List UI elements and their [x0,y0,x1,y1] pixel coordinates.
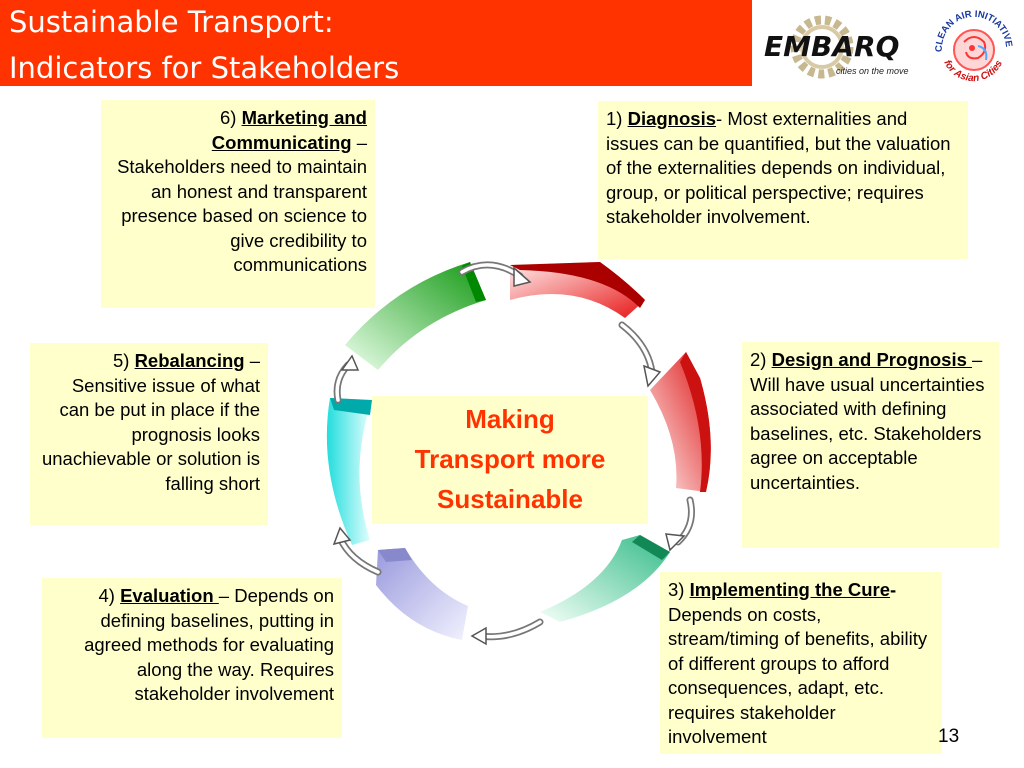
embarq-logo: EMBARQ cities on the move [764,15,909,79]
cycle-segment-3-implementing [540,535,670,622]
cycle-segment-1-diagnosis [510,262,645,318]
title-bar: Sustainable Transport: Indicators for St… [0,0,752,86]
step-3-body: Depends on costs, stream/timing of benef… [668,603,928,748]
cycle-segment-5-rebalancing [326,398,372,545]
step-5-box: 5) Rebalancing – Sensitive issue of what… [30,343,268,525]
step-4-heading: Evaluation [120,585,219,606]
arrow-heads [332,266,686,646]
step-6-box: 6) Marketing and Communicating – Stakeho… [101,100,375,308]
step-2-box: 2) Design and Prognosis – Will have usua… [742,342,999,548]
step-1-box: 1) Diagnosis- Most externalities and iss… [598,101,968,259]
page-number: 13 [938,726,960,747]
step-4-number: 4) [98,585,121,606]
clean-air-initiative-logo: CLEAN AIR INITIATIVE for Asian Cities [932,8,1016,92]
cycle-segment-2-design-prognosis [650,352,711,492]
step-1-body: - Most externalities and issues can be q… [606,108,951,227]
center-line-3: Sustainable [437,484,583,514]
step-3-heading: Implementing the Cure [689,579,891,600]
step-2-body: – Will have usual uncertainties associat… [750,349,985,493]
arrow-1-to-2 [618,321,656,376]
step-3-number: 3) [668,579,690,600]
center-line-2: Transport more [414,444,606,474]
step-2-number: 2) [750,349,772,370]
center-line-1: Making [465,404,555,434]
gear-icon [790,15,854,79]
embarq-tagline: cities on the move [836,66,909,76]
slide-title: Sustainable Transport: [9,5,334,39]
step-4-body: – Depends on defining baselines, putting… [84,585,334,704]
step-5-heading: Rebalancing [134,350,245,371]
arrow-4-to-5 [336,534,382,576]
step-1-heading: Diagnosis [627,108,717,129]
step-1-number: 1) [606,108,628,129]
step-3-heading-suffix: - [890,579,897,600]
embarq-wordmark: EMBARQ [764,30,899,63]
step-4-box: 4) Evaluation – Depends on defining base… [42,578,342,738]
step-5-body: – Sensitive issue of what can be put in … [41,350,260,494]
step-6-heading: Marketing and Communicating [211,107,367,153]
slide-subtitle: Indicators for Stakeholders [9,51,400,85]
sun-swirl-icon [953,29,995,71]
step-6-body: – Stakeholders need to maintain an hones… [117,131,367,276]
step-3-box: 3) Implementing the Cure- Depends on cos… [660,572,942,754]
step-2-heading: Design and Prognosis [771,349,973,370]
step-5-number: 5) [112,350,135,371]
cycle-segment-4-evaluation [376,548,468,640]
center-label-box: Making Transport more Sustainable [372,396,648,524]
step-6-number: 6) [219,107,242,128]
